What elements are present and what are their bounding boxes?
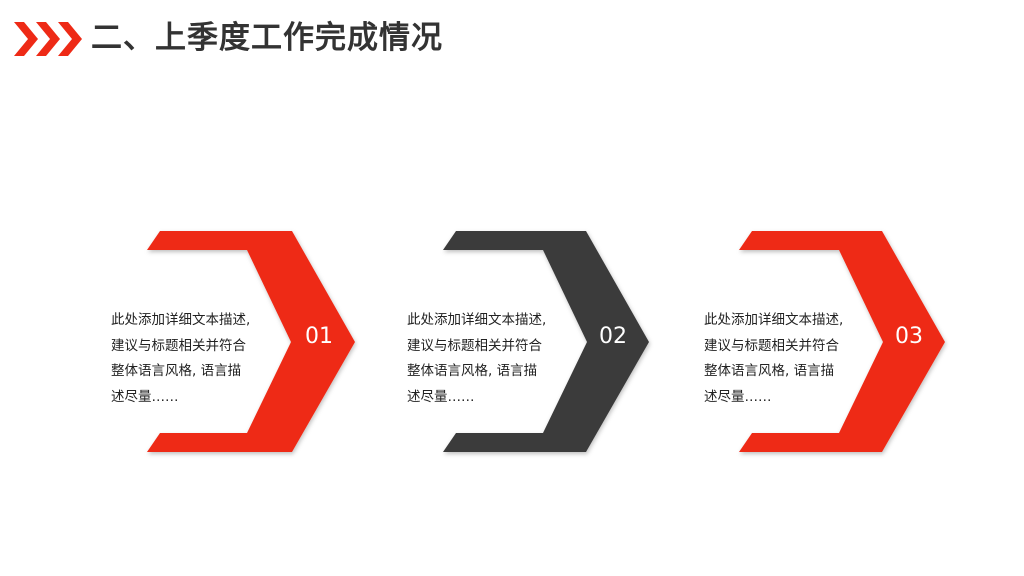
card-text-line: 此处添加详细文本描述,	[407, 312, 547, 328]
page-title: 二、上季度工作完成情况	[91, 20, 443, 56]
card-text-line: 述尽量……	[111, 388, 179, 405]
card-number-1: 01	[305, 324, 333, 349]
card-description-1: 此处添加详细文本描述, 建议与标题相关并符合 整体语言风格, 语言描 述尽量……	[111, 308, 281, 410]
card-text-line: 此处添加详细文本描述,	[111, 312, 251, 328]
card-text-line: 建议与标题相关并符合	[407, 337, 542, 354]
chevron-shape-1	[147, 231, 355, 452]
card-text-line: 述尽量……	[704, 388, 772, 405]
chevron-shape-3	[739, 231, 945, 452]
card-number-2: 02	[599, 324, 627, 349]
card-text-line: 整体语言风格, 语言描	[111, 363, 242, 379]
card-text-line: 整体语言风格, 语言描	[704, 363, 835, 379]
triple-chevron-right-icon	[14, 22, 82, 56]
card-number-3: 03	[895, 324, 923, 349]
card-text-line: 建议与标题相关并符合	[111, 337, 246, 354]
card-description-3: 此处添加详细文本描述, 建议与标题相关并符合 整体语言风格, 语言描 述尽量……	[704, 308, 874, 410]
chevron-shape-2	[443, 231, 649, 452]
card-text-line: 整体语言风格, 语言描	[407, 363, 538, 379]
card-description-2: 此处添加详细文本描述, 建议与标题相关并符合 整体语言风格, 语言描 述尽量……	[407, 308, 577, 410]
card-text-line: 述尽量……	[407, 388, 475, 405]
card-text-line: 建议与标题相关并符合	[704, 337, 839, 354]
card-text-line: 此处添加详细文本描述,	[704, 312, 844, 328]
